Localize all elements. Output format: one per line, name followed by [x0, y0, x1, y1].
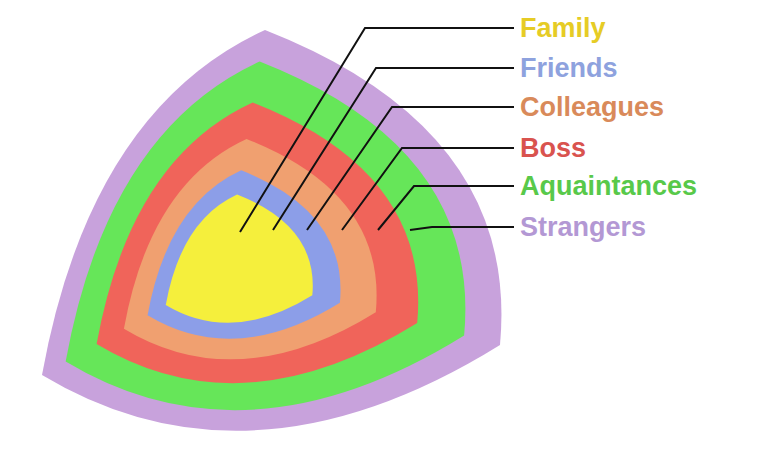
layer-label: Boss	[520, 134, 586, 162]
acquaintances-layer	[66, 61, 466, 410]
colleagues-layer	[124, 139, 377, 359]
leader-line	[307, 107, 514, 230]
boss-layer	[97, 103, 419, 384]
leader-line	[240, 28, 514, 232]
layer-label: Aquaintances	[520, 172, 697, 200]
family-layer	[166, 195, 313, 323]
friends-layer	[148, 170, 341, 338]
leader-line	[342, 148, 514, 230]
leader-line	[410, 227, 514, 230]
layer-label: Colleagues	[520, 93, 664, 121]
layer-label: Friends	[520, 54, 618, 82]
layer-label: Strangers	[520, 213, 646, 241]
leader-line	[273, 68, 514, 230]
layer-label: Family	[520, 14, 606, 42]
strangers-layer	[42, 30, 501, 431]
leader-line	[378, 186, 514, 230]
